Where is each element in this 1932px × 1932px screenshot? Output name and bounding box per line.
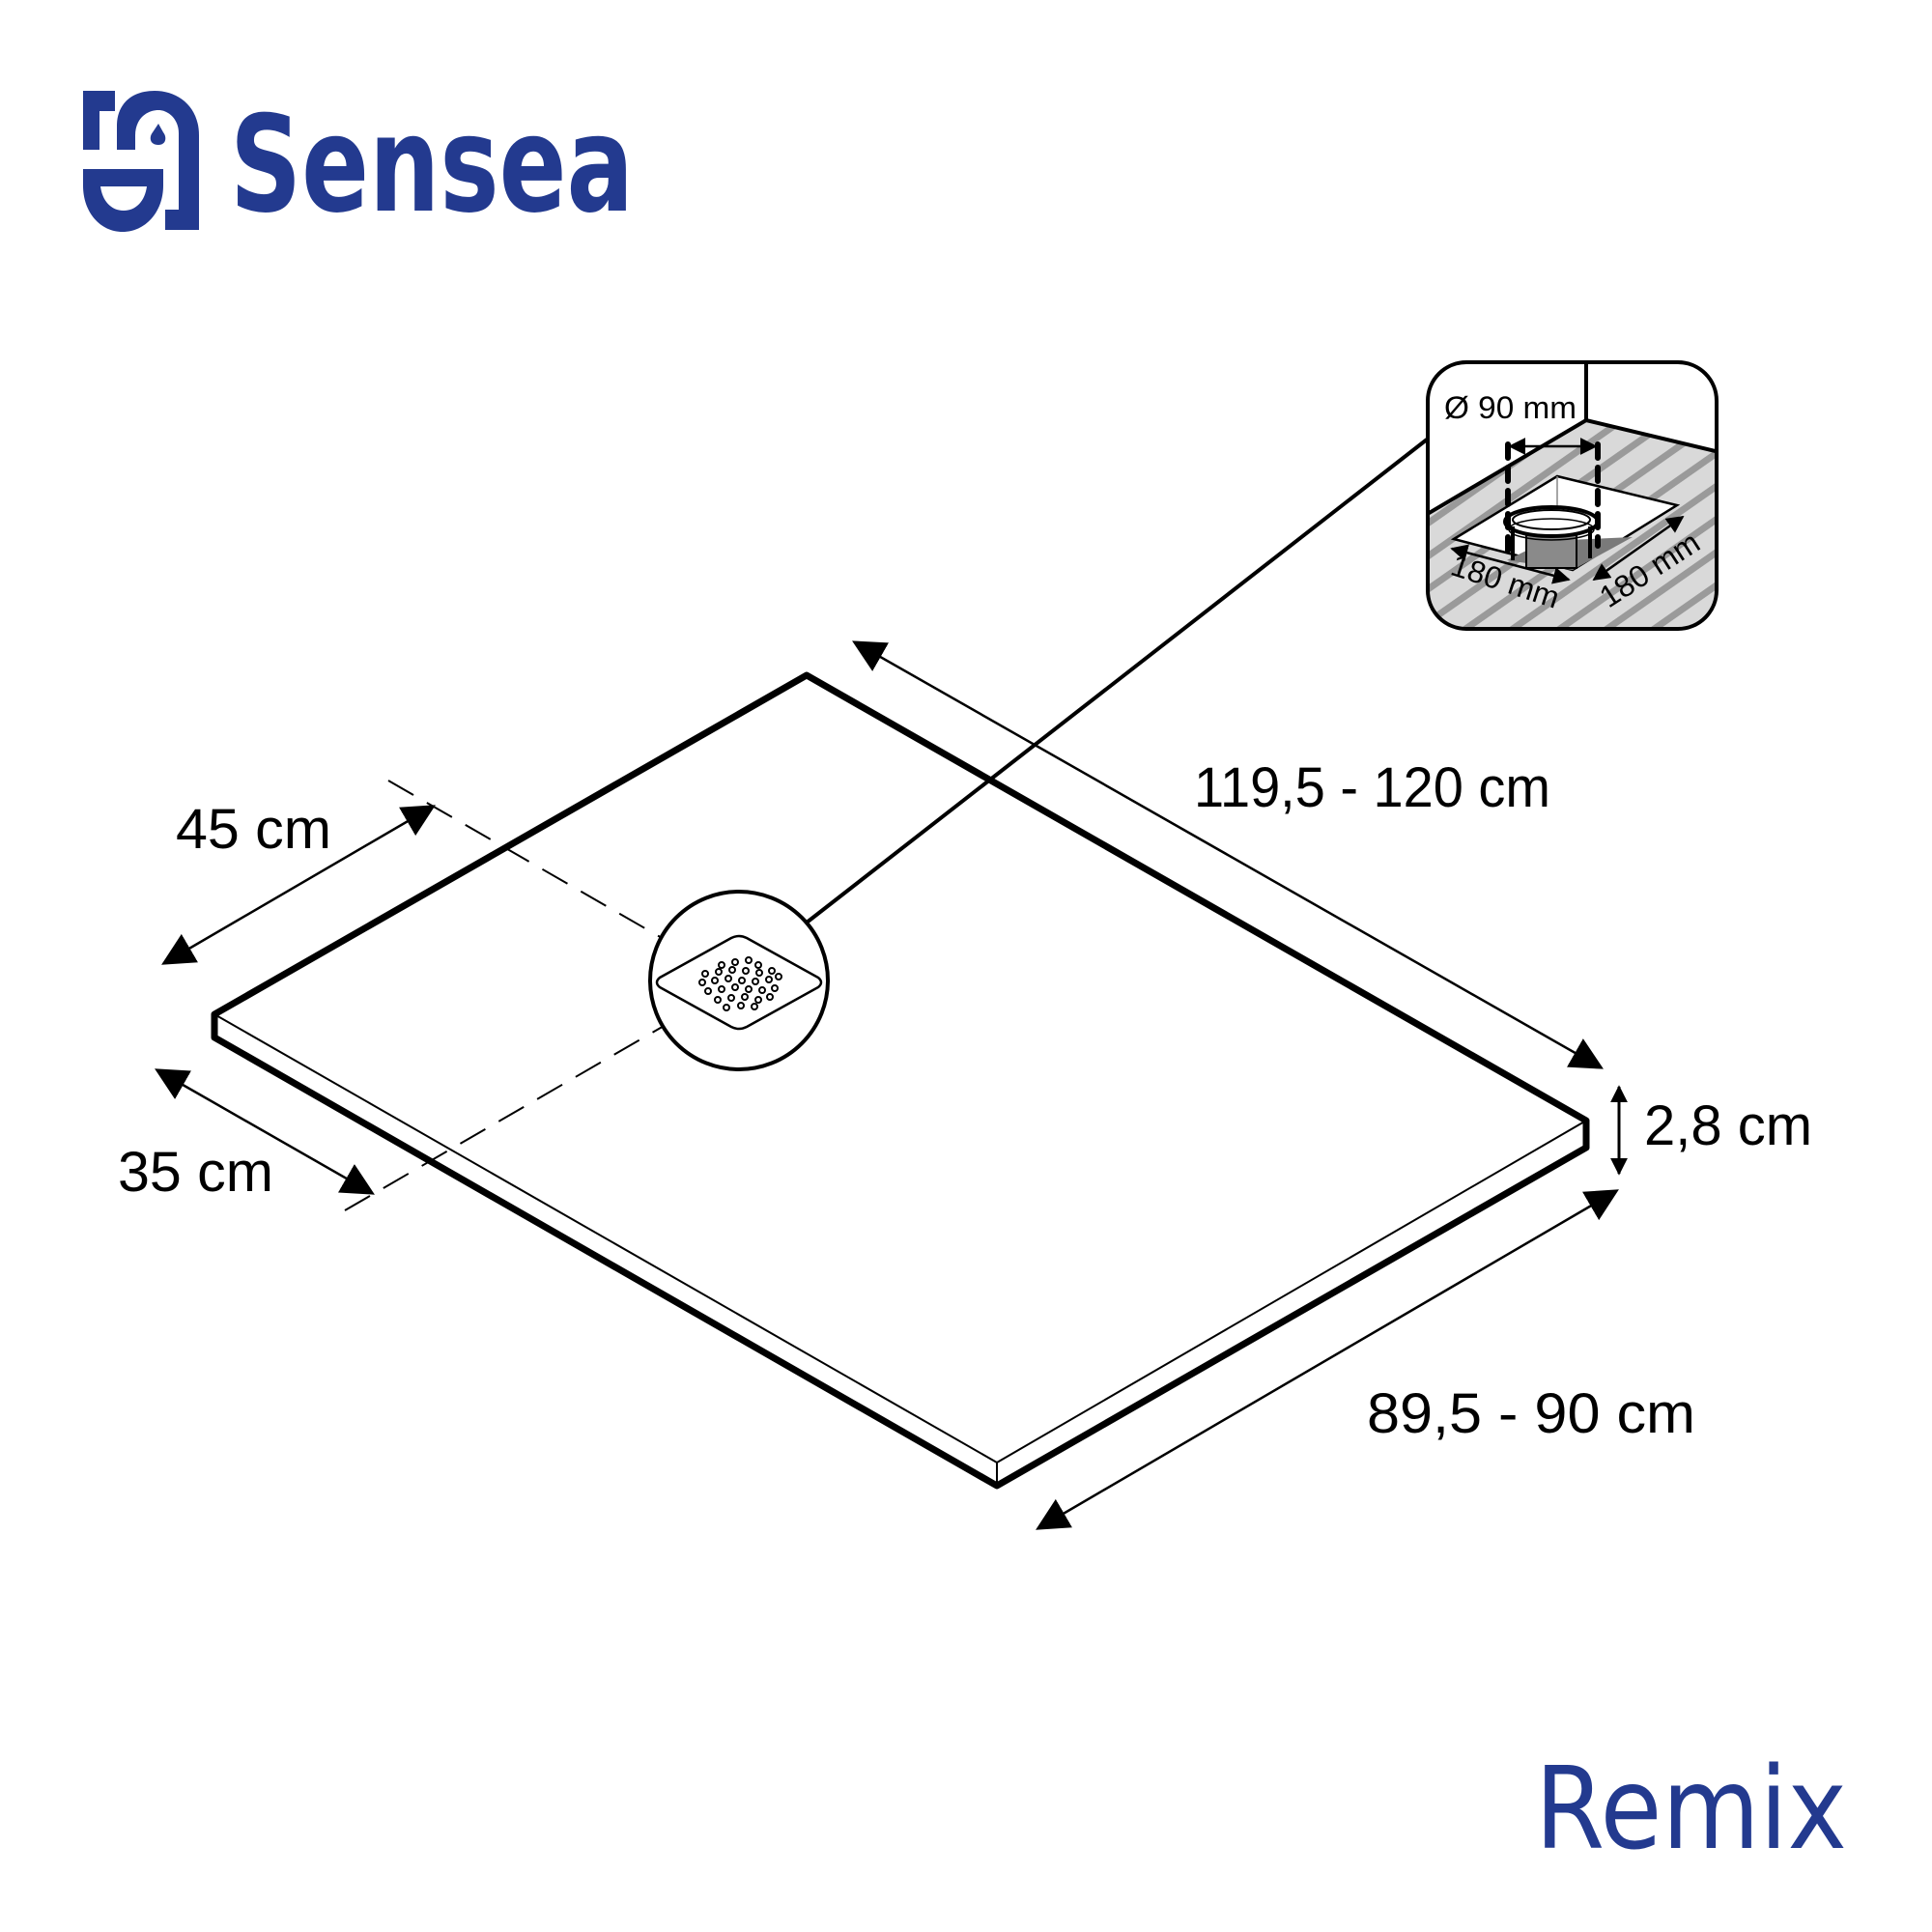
drain-detail [648, 438, 1429, 1071]
sensea-logo: Sensea [83, 87, 634, 242]
dimension-arrows [155, 640, 1628, 1530]
drain-holes-icon [698, 956, 782, 1011]
inset-frame [1426, 360, 1719, 631]
drain-back-label: 45 cm [176, 798, 331, 861]
length-arrow [852, 640, 1604, 1069]
width-arrow [1036, 1189, 1619, 1530]
length-label: 119,5 - 120 cm [1194, 756, 1550, 819]
product-name: Remix [1535, 1742, 1847, 1875]
drain-side-arrow [155, 1068, 375, 1195]
drain-side-label: 35 cm [118, 1141, 273, 1204]
brand-name: Sensea [230, 87, 634, 242]
pipe-diameter-label: Ø 90 mm [1444, 390, 1577, 425]
thickness-label: 2,8 cm [1644, 1094, 1812, 1157]
drain-back-arrow [161, 805, 436, 965]
drain-installation-inset: Ø 90 mm 180 mm 180 mm [1426, 360, 1719, 631]
width-label: 89,5 - 90 cm [1367, 1382, 1695, 1445]
sensea-logo-icon [83, 91, 199, 232]
